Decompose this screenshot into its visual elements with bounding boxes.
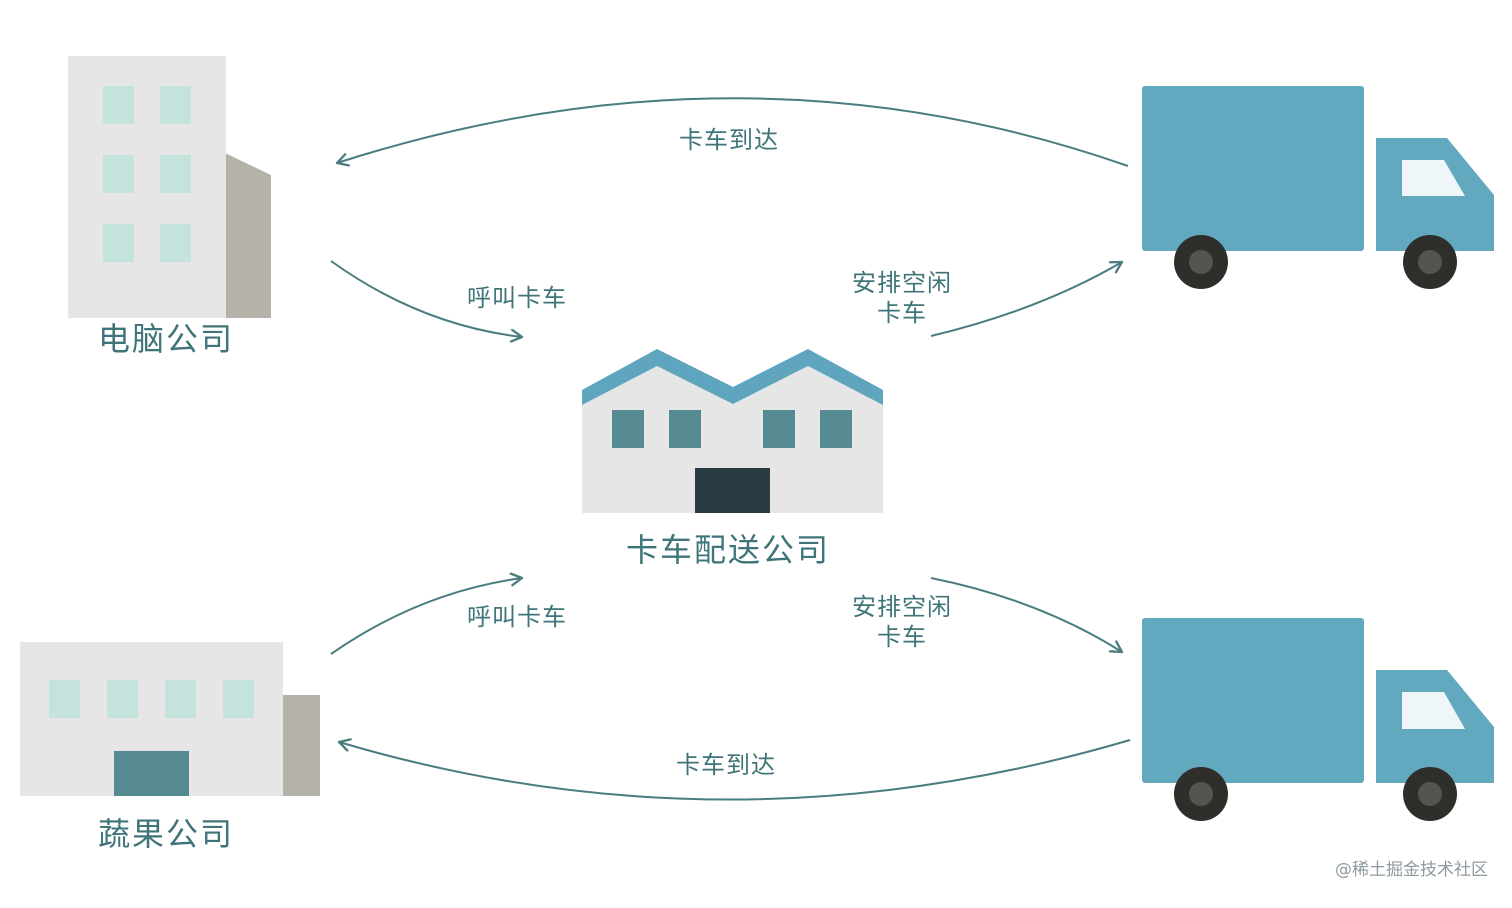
truck-top-icon — [1142, 86, 1494, 289]
top-call-label: 呼叫卡车 — [467, 284, 567, 312]
bottom-assign-label-line1: 安排空闲 — [852, 593, 952, 621]
truck-company-label: 卡车配送公司 — [626, 531, 831, 569]
arrow-top-call — [330, 260, 524, 343]
arrow-bottom-call — [330, 572, 524, 655]
bottom-assign-label-line2: 卡车 — [877, 623, 927, 651]
top-assign-label-line2: 卡车 — [877, 299, 927, 327]
bottom-assign-label: 安排空闲 卡车 — [852, 592, 952, 652]
truck-bottom-icon — [1142, 618, 1494, 821]
fruit-company-label: 蔬果公司 — [98, 815, 235, 853]
top-arrive-label: 卡车到达 — [679, 126, 779, 154]
computer-company-building-icon — [68, 56, 271, 318]
arrow-top-truck-arrive — [335, 97, 1129, 167]
computer-company-label: 电脑公司 — [98, 320, 235, 358]
fruit-company-building-icon — [20, 642, 320, 796]
arrow-top-assign — [930, 260, 1124, 337]
top-assign-label-line1: 安排空闲 — [852, 269, 952, 297]
watermark: @稀土掘金技术社区 — [1335, 860, 1488, 880]
arrow-bottom-truck-arrive — [337, 738, 1131, 801]
bottom-arrive-label: 卡车到达 — [676, 751, 776, 779]
bottom-call-label: 呼叫卡车 — [467, 603, 567, 631]
top-assign-label: 安排空闲 卡车 — [852, 268, 952, 328]
warehouse-icon — [582, 349, 883, 513]
arrow-bottom-assign — [930, 577, 1124, 654]
